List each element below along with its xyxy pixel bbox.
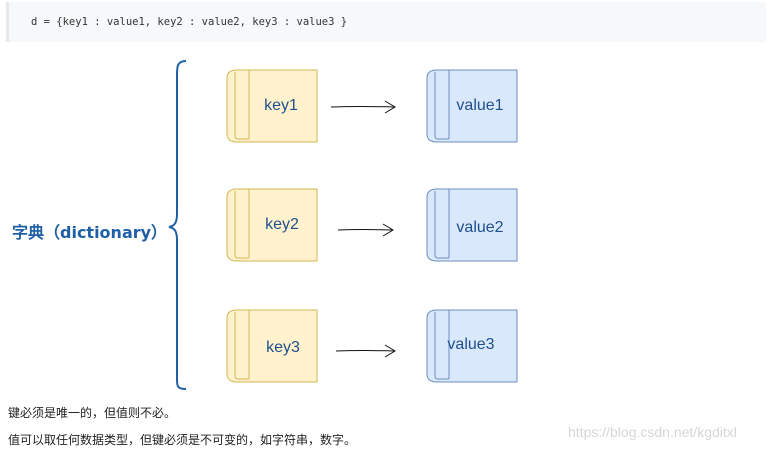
value-book-1: [426, 69, 518, 143]
curly-brace: [168, 60, 187, 390]
note-line-1: 键必须是唯一的，但值则不必。: [8, 406, 177, 420]
key-book-1: [226, 69, 318, 143]
value-book-3: [426, 309, 518, 383]
arrow-3: [335, 344, 396, 358]
key-book-2: [226, 188, 318, 262]
key-book-3: [226, 309, 318, 383]
arrow-2: [337, 223, 394, 237]
code-line: d = {key1 : value1, key2 : value2, key3 …: [31, 16, 348, 28]
value-label-2: value2: [456, 219, 504, 236]
arrow-1: [330, 100, 396, 114]
value-book-2: [426, 188, 518, 262]
watermark: https://blog.csdn.net/kgditxl: [568, 424, 737, 440]
key-label-3: key3: [266, 339, 300, 356]
code-block: d = {key1 : value1, key2 : value2, key3 …: [6, 2, 766, 42]
key-label-2: key2: [265, 216, 299, 233]
value-label-3: value3: [447, 336, 495, 353]
key-label-1: key1: [264, 97, 298, 114]
note-line-2: 值可以取任何数据类型，但键必须是不可变的，如字符串，数字。: [8, 433, 357, 447]
value-label-1: value1: [456, 97, 504, 114]
dictionary-label: 字典（dictionary）: [12, 223, 168, 242]
